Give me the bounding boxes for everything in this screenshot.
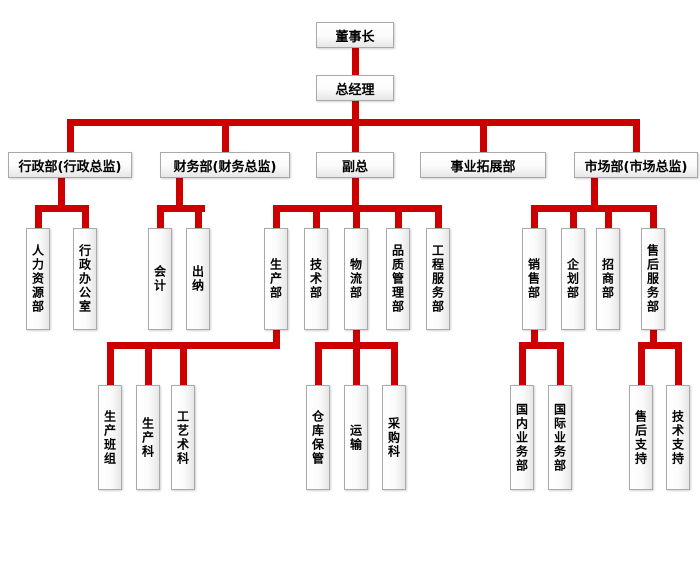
node-admin-dept: 行政部(行政总监) <box>8 152 132 178</box>
connector-stem-vp <box>352 178 359 212</box>
connector-drop-marketing-dept <box>633 119 640 152</box>
node-cashier: 出纳 <box>186 228 210 330</box>
node-finance-dept: 财务部(财务总监) <box>160 152 290 178</box>
connector-drop-business-dev-dept <box>480 119 487 152</box>
connector-bar-finance <box>157 205 205 212</box>
node-business-dev-dept: 事业拓展部 <box>420 152 546 178</box>
node-admin-office: 行政办公室 <box>73 228 97 330</box>
connector-drop-quality-dept <box>395 212 402 228</box>
connector-stem-logistics <box>353 330 360 349</box>
connector-bar-sales <box>519 342 564 349</box>
connector-drop-sales-dept <box>531 212 538 228</box>
connector-drop-finance-dept <box>222 119 229 152</box>
connector-stem-admin <box>58 178 65 212</box>
node-aftersales-support: 售后支持 <box>629 385 653 490</box>
node-process-section: 工艺术科 <box>171 385 195 490</box>
connector-drop-production-section <box>145 349 152 385</box>
connector-gm-bus <box>352 101 359 126</box>
connector-drop-warehouse <box>315 349 322 385</box>
connector-drop-process-section <box>180 349 187 385</box>
node-accounting: 会计 <box>148 228 172 330</box>
node-technical-support: 技术支持 <box>666 385 690 490</box>
node-technology-dept: 技术部 <box>304 228 328 330</box>
node-international-business-dept: 国际业务部 <box>548 385 572 490</box>
connector-drop-transportation <box>353 349 360 385</box>
node-marketing-dept: 市场部(市场总监) <box>574 152 698 178</box>
connector-drop-vice-president <box>352 119 359 152</box>
node-production-dept: 生产部 <box>264 228 288 330</box>
node-quality-mgmt-dept: 品质管理部 <box>386 228 410 330</box>
connector-drop-planning-dept <box>570 212 577 228</box>
node-warehouse-keeping: 仓库保管 <box>306 385 330 490</box>
connector-drop-technical-support <box>675 349 682 385</box>
node-domestic-business-dept: 国内业务部 <box>510 385 534 490</box>
node-logistics-dept: 物流部 <box>344 228 368 330</box>
connector-drop-production-team <box>107 349 114 385</box>
connector-stem-sales <box>531 330 538 349</box>
node-merchant-dept: 招商部 <box>596 228 620 330</box>
connector-stem-finance <box>176 178 183 212</box>
node-production-team: 生产班组 <box>98 385 122 490</box>
connector-drop-engineering-dept <box>435 212 442 228</box>
connector-bar-production <box>107 342 280 349</box>
connector-stem-marketing <box>591 178 598 212</box>
node-vice-president: 副总 <box>316 152 394 178</box>
connector-bar-admin <box>35 205 89 212</box>
connector-drop-international-business <box>557 349 564 385</box>
connector-drop-aftersales-support <box>638 349 645 385</box>
connector-drop-procurement <box>391 349 398 385</box>
connector-bar-aftersales <box>638 342 682 349</box>
connector-bar-vp <box>273 205 442 212</box>
node-engineering-service-dept: 工程服务部 <box>426 228 450 330</box>
node-transportation: 运输 <box>344 385 368 490</box>
connector-drop-domestic-business <box>519 349 526 385</box>
connector-drop-aftersales-dept <box>650 212 657 228</box>
connector-drop-admin-office <box>82 212 89 228</box>
connector-drop-logistics-dept <box>353 212 360 228</box>
connector-drop-accounting <box>157 212 164 228</box>
connector-bar-logistics <box>315 342 398 349</box>
node-planning-dept: 企划部 <box>561 228 585 330</box>
connector-drop-hr-dept <box>35 212 42 228</box>
connector-drop-cashier <box>195 212 202 228</box>
connector-stem-production <box>273 330 280 349</box>
node-sales-dept: 销售部 <box>522 228 546 330</box>
connector-drop-technology-dept <box>313 212 320 228</box>
node-chairman: 董事长 <box>316 22 394 48</box>
connector-drop-production-dept <box>273 212 280 228</box>
node-general-manager: 总经理 <box>316 75 394 101</box>
node-production-section: 生产科 <box>136 385 160 490</box>
connector-stem-aftersales <box>650 330 657 349</box>
node-procurement-section: 采购科 <box>382 385 406 490</box>
connector-drop-admin-dept <box>67 119 74 152</box>
node-hr-dept: 人力资源部 <box>26 228 50 330</box>
connector-bar-marketing <box>531 205 657 212</box>
node-aftersales-service-dept: 售后服务部 <box>641 228 665 330</box>
connector-drop-merchant-dept <box>605 212 612 228</box>
connector-chairman-gm <box>352 48 359 75</box>
